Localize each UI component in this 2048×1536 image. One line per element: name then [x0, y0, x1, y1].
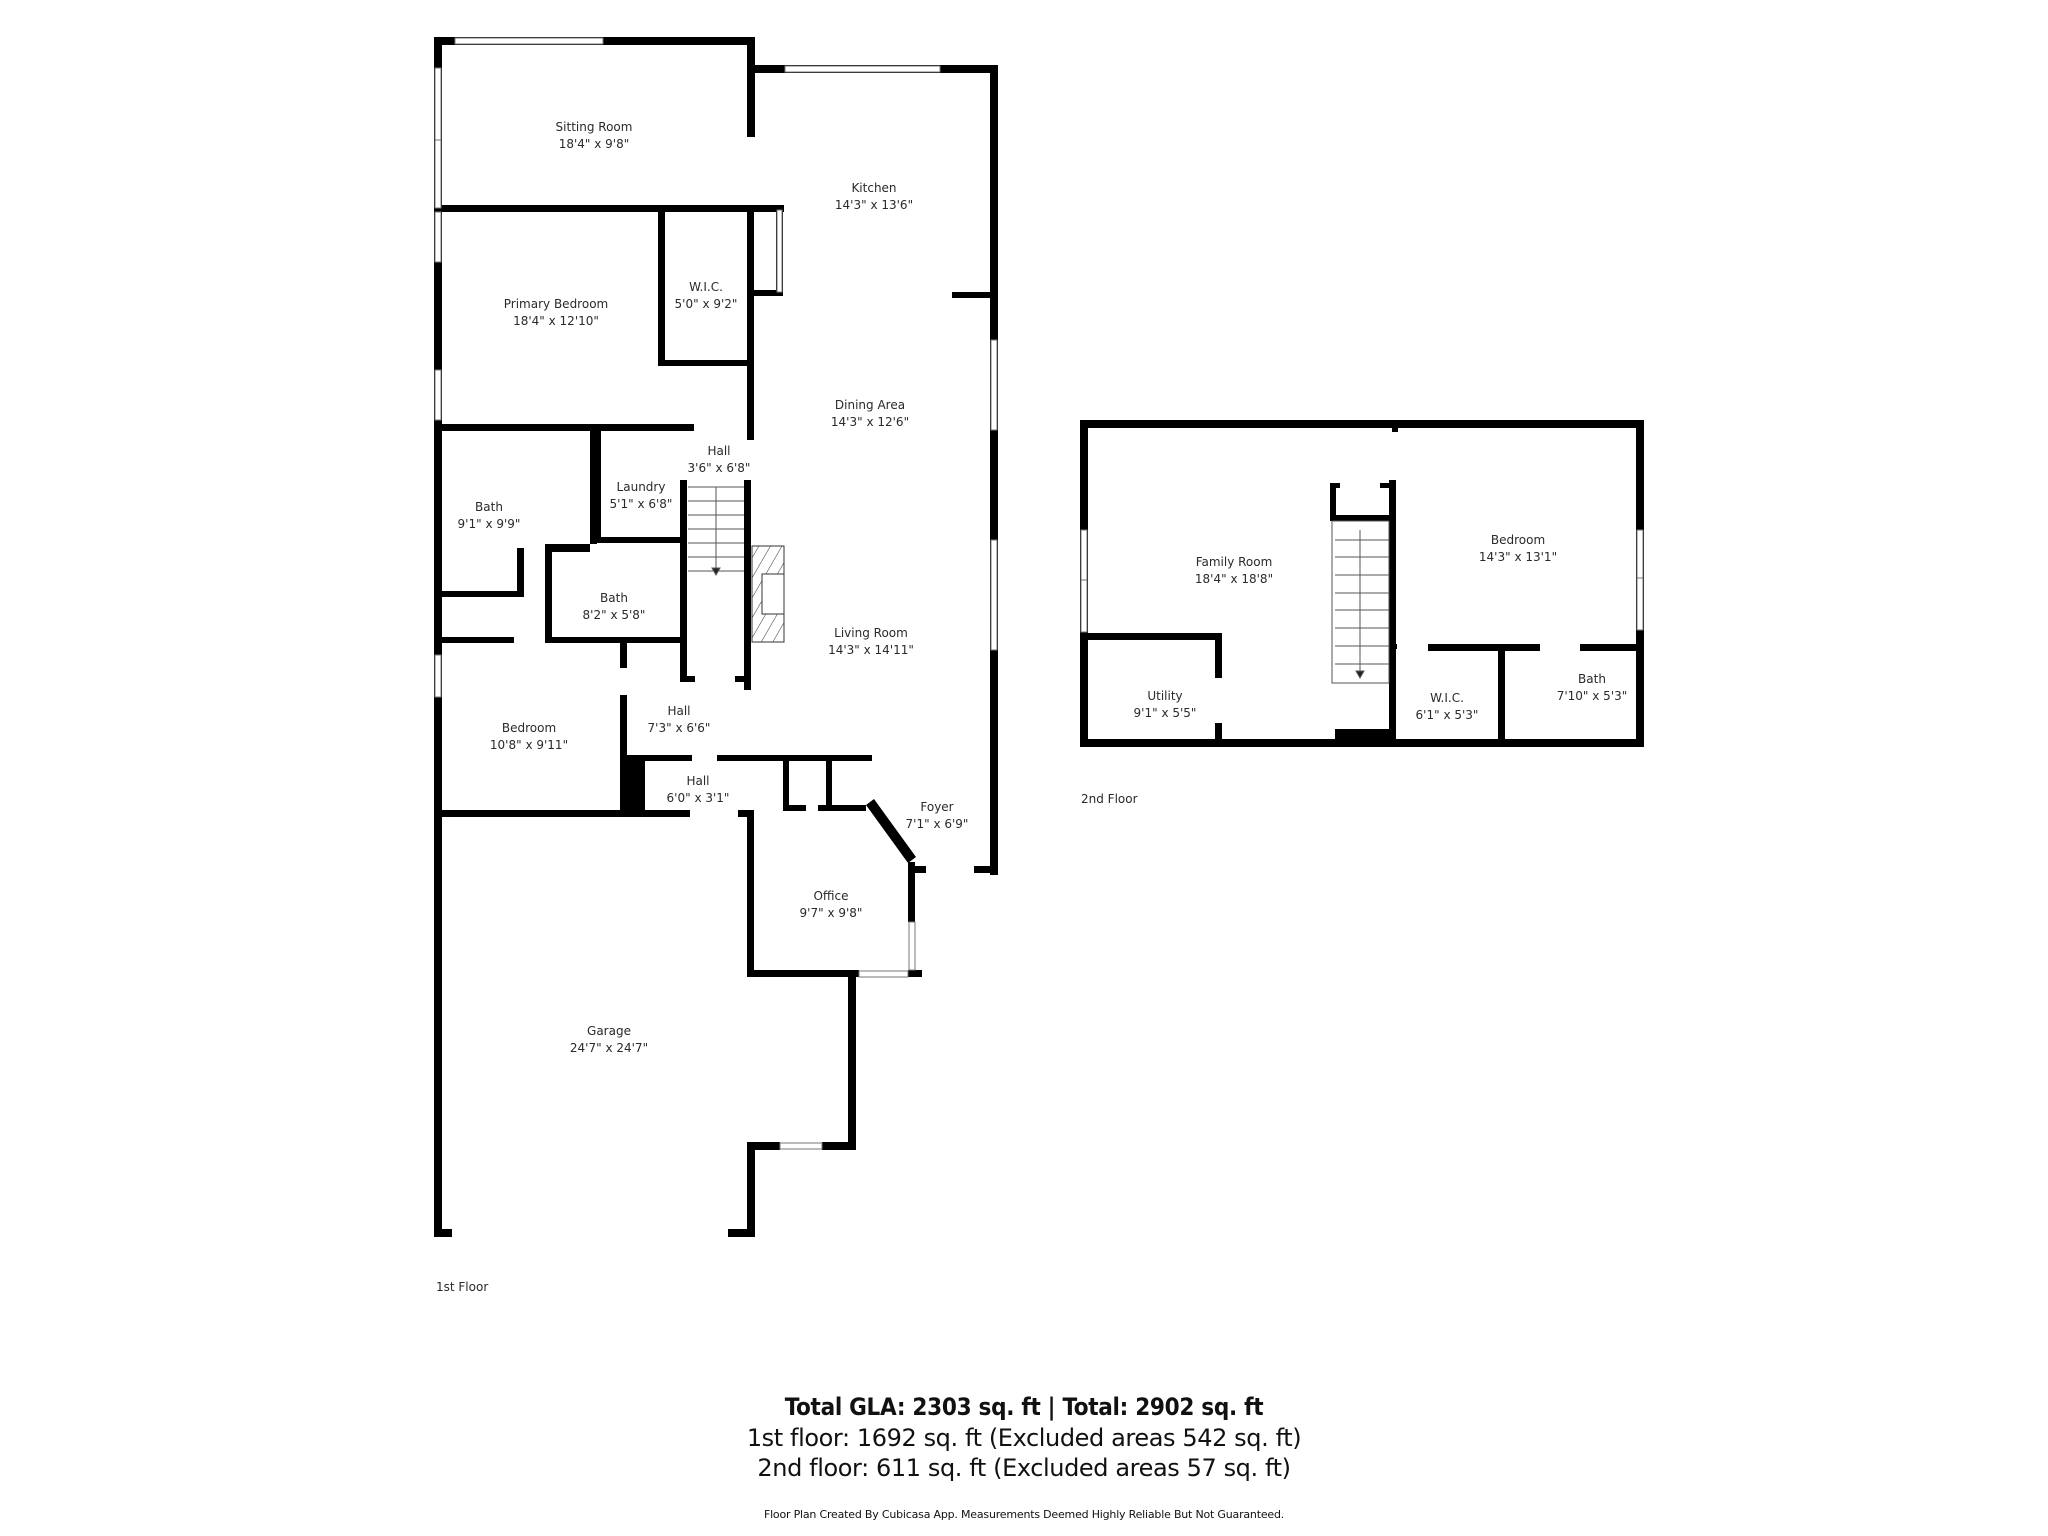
- first-floor-stairs: [688, 486, 744, 577]
- room-bedroom-1: Bedroom 10'8" x 9'11": [490, 720, 568, 754]
- room-name: W.I.C.: [1430, 691, 1464, 705]
- room-hall-3: Hall 6'0" x 3'1": [667, 773, 730, 807]
- room-bedroom-2: Bedroom 14'3" x 13'1": [1479, 532, 1557, 566]
- room-name: Laundry: [616, 480, 666, 494]
- room-name: W.I.C.: [689, 280, 723, 294]
- fireplace: [751, 545, 785, 643]
- room-office: Office 9'7" x 9'8": [800, 888, 863, 922]
- room-dimensions: 5'1" x 6'8": [609, 497, 673, 511]
- room-bath-2: Bath 8'2" x 5'8": [583, 590, 646, 624]
- room-hall-stair: Hall 3'6" x 6'8": [688, 443, 751, 477]
- room-dimensions: 14'3" x 13'6": [834, 198, 914, 212]
- room-hall-2: Hall 7'3" x 6'6": [648, 703, 711, 737]
- room-dimensions: 14'3" x 13'1": [1478, 550, 1558, 564]
- room-name: Hall: [686, 774, 710, 788]
- room-dimensions: 14'3" x 12'6": [830, 415, 910, 429]
- room-bath-1: Bath 9'1" x 9'9": [458, 499, 521, 533]
- room-primary-bedroom: Primary Bedroom 18'4" x 12'10": [504, 296, 608, 330]
- room-name: Primary Bedroom: [503, 297, 609, 311]
- room-name: Bedroom: [501, 721, 557, 735]
- room-dimensions: 9'7" x 9'8": [799, 906, 863, 920]
- room-name: Foyer: [920, 800, 954, 814]
- room-living-room: Living Room 14'3" x 14'11": [828, 625, 914, 659]
- room-name: Hall: [667, 704, 691, 718]
- room-dimensions: 18'4" x 12'10": [513, 314, 599, 328]
- room-name: Bedroom: [1490, 533, 1546, 547]
- room-name: Bath: [475, 500, 503, 514]
- room-laundry: Laundry 5'1" x 6'8": [610, 479, 673, 513]
- room-family-room: Family Room 18'4" x 18'8": [1195, 554, 1273, 588]
- room-wic-2: W.I.C. 6'1" x 5'3": [1416, 690, 1479, 724]
- room-name: Utility: [1147, 689, 1183, 703]
- second-floor-area: 2nd floor: 611 sq. ft (Excluded areas 57…: [757, 1454, 1291, 1482]
- room-dimensions: 24'7" x 24'7": [569, 1041, 649, 1055]
- second-floor-label: 2nd Floor: [1081, 792, 1138, 806]
- room-dimensions: 9'1" x 5'5": [1133, 706, 1197, 720]
- room-name: Dining Area: [834, 398, 906, 412]
- room-dimensions: 3'6" x 6'8": [687, 461, 751, 475]
- room-name: Family Room: [1195, 555, 1273, 569]
- room-dimensions: 7'3" x 6'6": [647, 721, 711, 735]
- second-floor-stairs: [1331, 520, 1390, 684]
- room-dining-area: Dining Area 14'3" x 12'6": [831, 397, 909, 431]
- room-dimensions: 6'1" x 5'3": [1415, 708, 1479, 722]
- second-floor-windows: [1080, 529, 1644, 633]
- room-garage: Garage 24'7" x 24'7": [570, 1023, 648, 1057]
- room-name: Kitchen: [851, 181, 897, 195]
- room-sitting-room: Sitting Room 18'4" x 9'8": [556, 119, 633, 153]
- room-dimensions: 18'4" x 18'8": [1194, 572, 1274, 586]
- room-bath-3: Bath 7'10" x 5'3": [1557, 671, 1628, 705]
- first-floor-label: 1st Floor: [436, 1280, 489, 1294]
- disclaimer: Floor Plan Created By Cubicasa App. Meas…: [763, 1508, 1285, 1521]
- first-floor-area: 1st floor: 1692 sq. ft (Excluded areas 5…: [746, 1424, 1302, 1452]
- room-name: Hall: [707, 444, 731, 458]
- room-dimensions: 7'1" x 6'9": [905, 817, 969, 831]
- room-dimensions: 14'3" x 14'11": [828, 643, 914, 657]
- room-dimensions: 8'2" x 5'8": [582, 608, 646, 622]
- first-floor-windows: [434, 37, 998, 1150]
- room-foyer: Foyer 7'1" x 6'9": [906, 799, 969, 833]
- room-kitchen: Kitchen 14'3" x 13'6": [835, 180, 913, 214]
- room-name: Office: [813, 889, 849, 903]
- room-dimensions: 7'10" x 5'3": [1556, 689, 1628, 703]
- room-name: Sitting Room: [555, 120, 633, 134]
- room-name: Garage: [587, 1024, 631, 1038]
- room-wic-1: W.I.C. 5'0" x 9'2": [675, 279, 738, 313]
- room-dimensions: 5'0" x 9'2": [674, 297, 738, 311]
- total-area-summary: Total GLA: 2303 sq. ft | Total: 2902 sq.…: [784, 1393, 1264, 1421]
- room-dimensions: 18'4" x 9'8": [558, 137, 630, 151]
- room-utility: Utility 9'1" x 5'5": [1134, 688, 1197, 722]
- room-dimensions: 10'8" x 9'11": [489, 738, 569, 752]
- room-name: Bath: [600, 591, 628, 605]
- room-dimensions: 6'0" x 3'1": [666, 791, 730, 805]
- room-name: Bath: [1578, 672, 1606, 686]
- room-name: Living Room: [834, 626, 908, 640]
- room-dimensions: 9'1" x 9'9": [457, 517, 521, 531]
